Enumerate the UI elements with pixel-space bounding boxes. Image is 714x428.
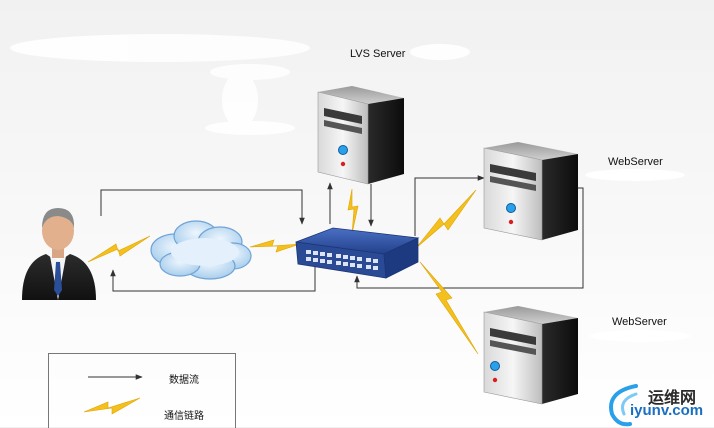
data-flow-lines (100, 175, 584, 292)
watermark: 运维网 iyunv.com (596, 380, 714, 427)
web-server-2-icon (483, 306, 578, 405)
comm-links (87, 188, 479, 355)
bolt-lvs-switch (347, 188, 359, 235)
flow-switch-to-client (110, 262, 316, 292)
watermark-logo-icon (609, 384, 638, 427)
internet-cloud (150, 220, 252, 280)
network-switch-icon (295, 227, 420, 279)
bolt-cloud-switch (249, 239, 301, 253)
legend-bolt-icon (83, 397, 141, 415)
legend-symbols (83, 374, 143, 415)
bolt-switch-web2 (419, 261, 479, 355)
web-server-1-icon (483, 142, 578, 241)
legend-comm-link-label: 通信链路 (164, 411, 204, 422)
web-server-1-label: WebServer (608, 156, 663, 168)
flow-switch-to-web1 (414, 175, 485, 236)
bolt-switch-web1 (415, 189, 477, 249)
flow-client-to-switch (100, 189, 305, 225)
client-person-icon (22, 208, 96, 300)
redacted-text-area (10, 34, 690, 342)
legend-data-flow-label: 数据流 (169, 375, 199, 386)
flow-web1-to-switch (354, 187, 584, 289)
legend-box (48, 353, 236, 428)
lvs-server-label: LVS Server (350, 48, 406, 60)
lvs-server-icon (317, 86, 404, 185)
bolt-client-cloud (87, 235, 151, 263)
watermark-en-text: iyunv.com (630, 402, 704, 419)
watermark-cn-text: 运维网 (648, 388, 697, 407)
web-server-2-label: WebServer (612, 316, 667, 328)
